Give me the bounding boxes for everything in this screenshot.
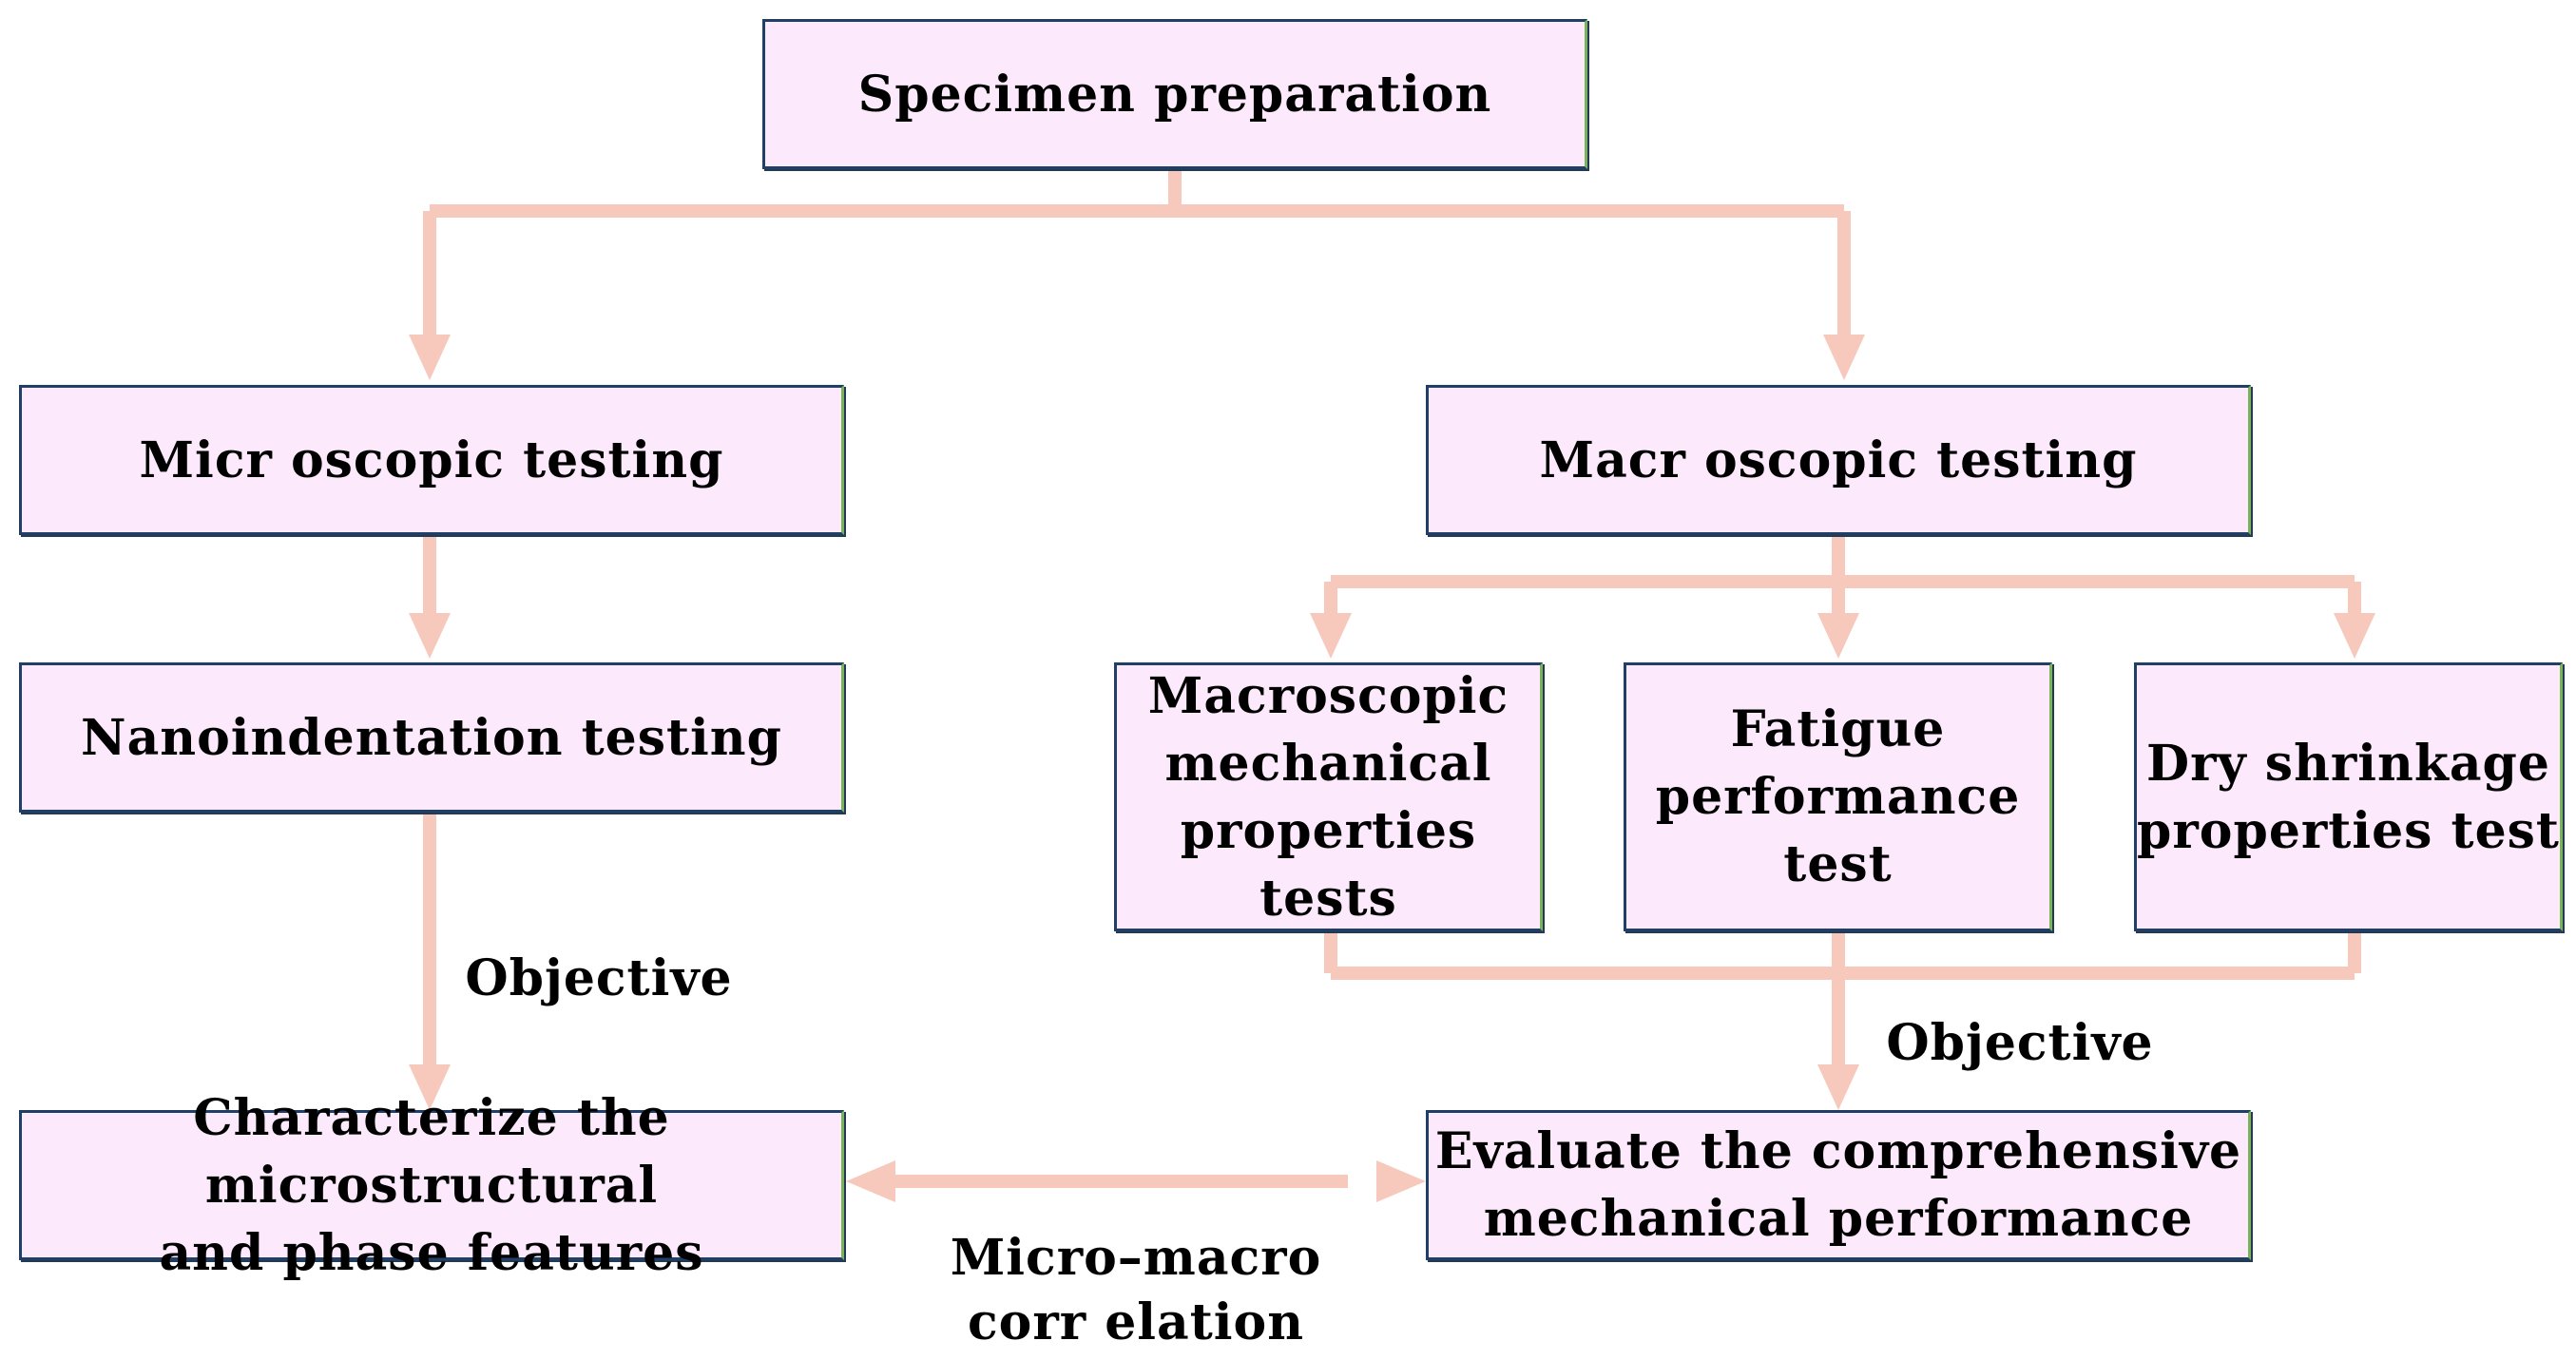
node-macroscopic-testing: Macr oscopic testing bbox=[1426, 385, 2251, 535]
arrowhead-nanoindentation bbox=[409, 613, 451, 659]
arrowhead-correlation-left bbox=[846, 1160, 895, 1202]
node-nanoindentation-testing: Nanoindentation testing bbox=[19, 662, 844, 813]
node-specimen-preparation-label: Specimen preparation bbox=[857, 65, 1492, 124]
node-macroscopic-mechanical-tests-label: Macroscopic mechanical properties tests bbox=[1147, 666, 1509, 928]
node-dry-shrinkage-test-label: Dry shrinkage properties test bbox=[2137, 734, 2560, 860]
arrowhead-dry-shrinkage bbox=[2334, 613, 2375, 659]
arrowhead-evaluate bbox=[1817, 1064, 1859, 1110]
edge-label-micro-macro-correlation: Micro–macro corr elation bbox=[950, 1229, 1322, 1351]
node-macroscopic-testing-label: Macr oscopic testing bbox=[1539, 431, 2138, 489]
node-fatigue-performance-test: Fatigue performance test bbox=[1624, 662, 2052, 931]
node-nanoindentation-testing-label: Nanoindentation testing bbox=[81, 708, 782, 767]
node-evaluate-performance: Evaluate the comprehensive mechanical pe… bbox=[1426, 1110, 2251, 1260]
node-fatigue-performance-test-label: Fatigue performance test bbox=[1655, 700, 2021, 893]
node-dry-shrinkage-test: Dry shrinkage properties test bbox=[2134, 662, 2563, 931]
arrowhead-macroscopic bbox=[1823, 335, 1865, 380]
node-macroscopic-mechanical-tests: Macroscopic mechanical properties tests bbox=[1114, 662, 1543, 931]
arrowhead-fatigue bbox=[1817, 613, 1859, 659]
edge-label-objective-right: Objective bbox=[1886, 1014, 2154, 1072]
node-specimen-preparation: Specimen preparation bbox=[762, 19, 1587, 169]
node-microscopic-testing: Micr oscopic testing bbox=[19, 385, 844, 535]
arrowhead-characterize bbox=[409, 1064, 451, 1110]
node-characterize-microstructure-label: Characterize the microstructural and pha… bbox=[159, 1088, 704, 1282]
edge-label-objective-left: Objective bbox=[465, 949, 733, 1007]
node-evaluate-performance-label: Evaluate the comprehensive mechanical pe… bbox=[1434, 1122, 2242, 1248]
node-microscopic-testing-label: Micr oscopic testing bbox=[139, 431, 724, 489]
arrowhead-correlation-right bbox=[1376, 1160, 1426, 1202]
arrowhead-microscopic bbox=[409, 335, 451, 380]
arrowhead-macro-mechanical bbox=[1310, 613, 1352, 659]
node-characterize-microstructure: Characterize the microstructural and pha… bbox=[19, 1089, 844, 1282]
